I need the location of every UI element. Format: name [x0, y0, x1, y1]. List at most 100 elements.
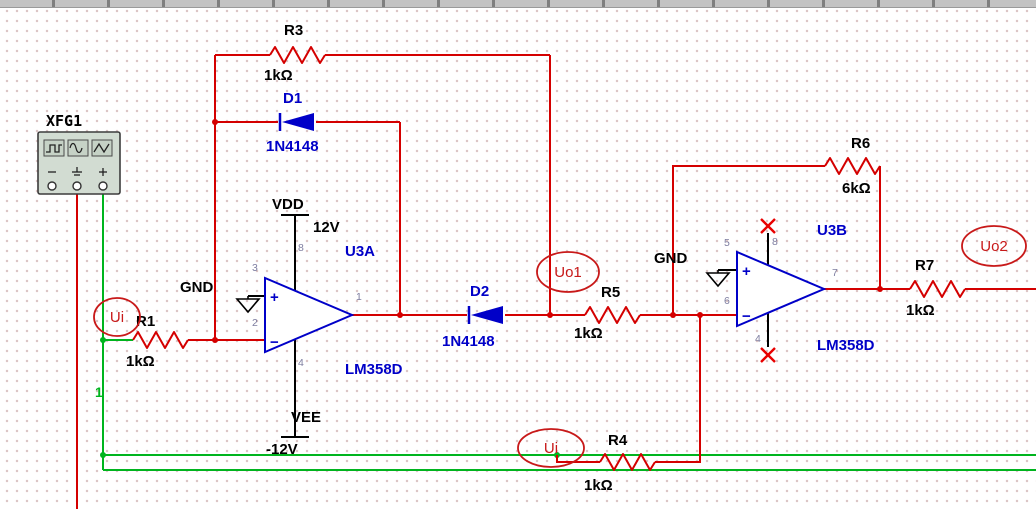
ground-terminal-icon [72, 167, 82, 176]
diode-body[interactable] [471, 306, 503, 324]
vdd-value: 12V [313, 219, 340, 236]
junction-dot [100, 337, 106, 343]
opamp-model: LM358D [345, 361, 403, 378]
resistor-body[interactable] [269, 46, 326, 64]
opamp-triangle[interactable] [264, 276, 355, 354]
noninverting-input-sign: + [742, 263, 751, 280]
diode-body[interactable] [282, 113, 314, 131]
pin-number-noninv: 3 [252, 262, 258, 274]
annotation-ellipse[interactable] [961, 225, 1027, 267]
annotation-ellipse[interactable] [93, 297, 141, 337]
annotation-ui-input[interactable]: Ui [93, 297, 141, 337]
square-wave-button[interactable] [43, 139, 65, 157]
diode-value: 1N4148 [442, 333, 495, 350]
ground-symbol-icon [705, 270, 731, 288]
annotation-text: Ui [110, 309, 124, 326]
junction-dot [212, 337, 218, 343]
diode-d1[interactable]: D1 1N4148 [266, 90, 319, 155]
inverting-input-sign: − [270, 334, 279, 351]
pin-number-inv: 2 [252, 317, 258, 329]
wire-r6-left-branch[interactable] [672, 165, 825, 315]
xfg1-minus-terminal[interactable] [47, 181, 57, 191]
ground-symbol-icon [235, 296, 261, 314]
pin-number-out: 1 [356, 291, 362, 303]
opamp-u3a[interactable]: + − 3 2 1 8 4 U3A LM358D VDD 12V VEE -12… [180, 196, 403, 458]
resistor-value: 6kΩ [842, 180, 871, 197]
pin-number-vee: 4 [298, 357, 304, 369]
resistor-value: 1kΩ [264, 67, 293, 84]
resistor-ref: R3 [284, 22, 303, 39]
square-wave-icon [46, 144, 62, 153]
net-1-label: 1 [95, 384, 103, 400]
gnd-label: GND [654, 250, 688, 267]
opamp-u3b[interactable]: + − 5 6 7 8 4 U3B LM358D GND [654, 218, 875, 363]
pin-number-vcc: 8 [772, 236, 778, 248]
vdd-label: VDD [272, 196, 304, 213]
gnd-label: GND [180, 279, 214, 296]
resistor-r3[interactable]: R3 1kΩ [264, 22, 326, 84]
xfg1-common-terminal[interactable] [72, 181, 82, 191]
resistor-r7[interactable]: R7 1kΩ [906, 257, 966, 319]
resistor-body[interactable] [599, 453, 656, 471]
junction-dot [697, 312, 703, 318]
resistor-body[interactable] [584, 306, 641, 324]
noninverting-input-sign: + [270, 289, 279, 306]
net-1-green-wires[interactable]: 1 [95, 190, 1036, 471]
resistor-body[interactable] [824, 157, 881, 175]
inverting-input-sign: − [742, 308, 751, 325]
opamp-ref: U3A [345, 243, 375, 260]
resistor-value: 1kΩ [584, 477, 613, 494]
resistor-body[interactable] [909, 280, 966, 298]
resistor-value: 1kΩ [126, 353, 155, 370]
resistor-ref: R5 [601, 284, 620, 301]
resistor-r1[interactable]: R1 1kΩ [126, 313, 189, 370]
sine-wave-icon [69, 142, 83, 154]
diode-value: 1N4148 [266, 138, 319, 155]
junction-dot [212, 119, 218, 125]
resistor-r5[interactable]: R5 1kΩ [574, 284, 641, 342]
sine-wave-button[interactable] [67, 139, 89, 157]
annotation-ui-r4[interactable]: Ui [517, 428, 585, 468]
pin-number-vee: 4 [755, 333, 761, 345]
vee-value: -12V [266, 441, 298, 458]
annotation-uo1[interactable]: Uo1 [536, 251, 600, 293]
opamp-model: LM358D [817, 337, 875, 354]
annotation-text: Ui [544, 440, 558, 457]
diode-ref: D2 [470, 283, 489, 300]
annotation-uo2[interactable]: Uo2 [961, 225, 1027, 267]
function-generator-xfg1[interactable]: XFG1 [37, 112, 121, 195]
resistor-ref: R4 [608, 432, 628, 449]
opamp-triangle[interactable] [736, 250, 827, 328]
pin-number-out: 7 [832, 267, 838, 279]
resistor-body[interactable] [132, 331, 189, 349]
resistor-value: 1kΩ [574, 325, 603, 342]
pin-number-inv: 6 [724, 295, 730, 307]
junction-dot [670, 312, 676, 318]
junction-dot [877, 286, 883, 292]
junction-dot [100, 452, 106, 458]
resistor-ref: R7 [915, 257, 934, 274]
xfg1-plus-terminal[interactable] [98, 181, 108, 191]
annotation-text: Uo2 [980, 238, 1008, 255]
red-wires[interactable] [76, 54, 1036, 509]
grid-dots-background [0, 8, 1036, 509]
resistor-r6[interactable]: R6 6kΩ [824, 135, 881, 197]
resistor-r4[interactable]: R4 1kΩ [584, 432, 656, 494]
diode-d2[interactable]: D2 1N4148 [442, 283, 503, 350]
opamp-ref: U3B [817, 222, 847, 239]
junction-dot [547, 312, 553, 318]
wire-r4-left-lead[interactable] [556, 455, 600, 463]
wire-r4-to-u3b-vertical[interactable] [655, 315, 701, 463]
annotation-ellipse[interactable] [517, 428, 585, 468]
pin-number-noninv: 5 [724, 237, 730, 249]
annotation-ellipse[interactable] [536, 251, 600, 293]
resistor-ref: R6 [851, 135, 870, 152]
annotation-text: Uo1 [554, 264, 582, 281]
top-toolbar-strip [0, 0, 1036, 8]
triangle-wave-icon [93, 142, 110, 154]
xfg1-ref-label: XFG1 [46, 112, 82, 130]
error-x-icon [760, 218, 776, 234]
resistor-value: 1kΩ [906, 302, 935, 319]
